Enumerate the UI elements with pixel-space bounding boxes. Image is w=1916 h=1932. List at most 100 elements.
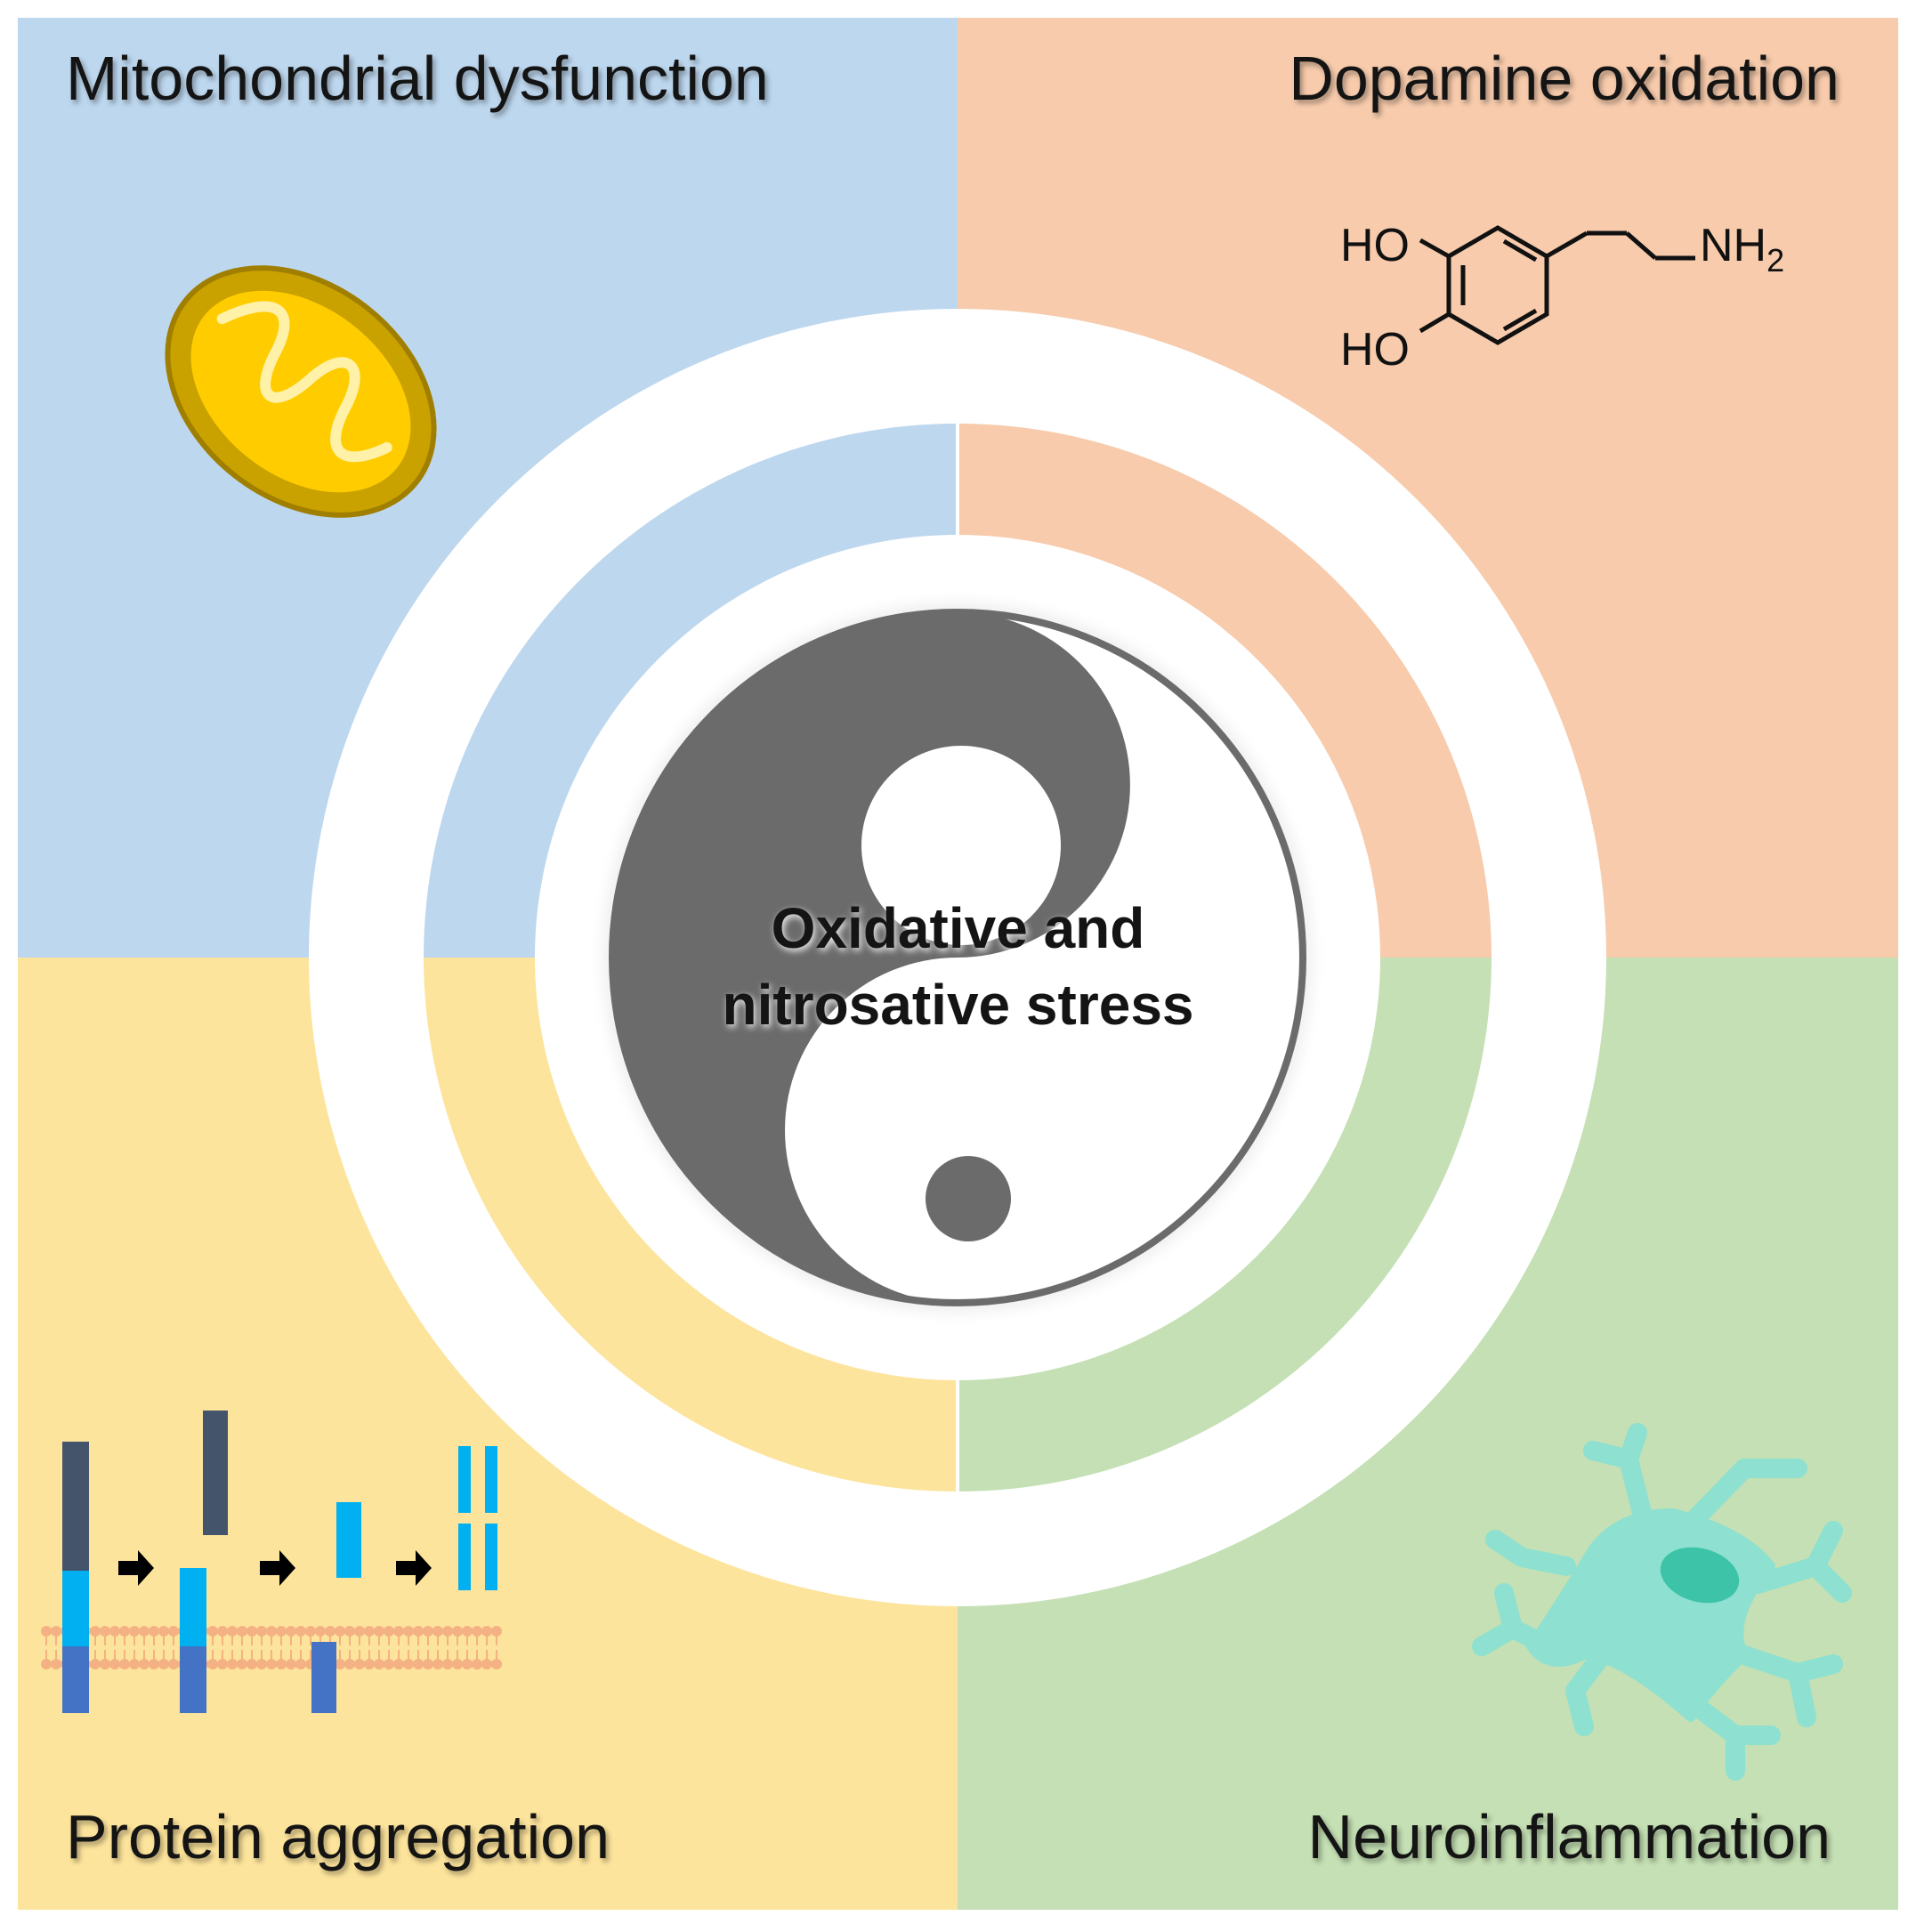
lipid-head xyxy=(433,1626,443,1637)
lipid-head xyxy=(491,1626,502,1637)
lipid-head xyxy=(256,1659,267,1669)
lipid-head xyxy=(247,1659,257,1669)
lipid-head xyxy=(149,1626,159,1637)
yin-yang-icon xyxy=(603,603,1312,1312)
lipid-head xyxy=(100,1659,110,1669)
lipid-head xyxy=(227,1659,238,1669)
lipid-head xyxy=(354,1626,365,1637)
lipid-head xyxy=(423,1626,433,1637)
lipid-head xyxy=(139,1659,150,1669)
lipid-head xyxy=(491,1659,502,1669)
lipid-head xyxy=(403,1626,414,1637)
protein-1-dark xyxy=(62,1442,89,1571)
lipid-head xyxy=(51,1626,61,1637)
arrow-icon xyxy=(396,1550,432,1586)
quadrant-label-top-left: Mitochondrial dysfunction xyxy=(66,44,769,113)
protein-1-blue xyxy=(62,1646,89,1713)
lipid-head xyxy=(344,1659,355,1669)
mitochondria-icon xyxy=(165,265,437,518)
dopamine-ho-bottom: HO xyxy=(1340,324,1410,376)
lipid-head xyxy=(452,1659,463,1669)
lipid-head xyxy=(129,1626,140,1637)
lipid-head xyxy=(158,1626,169,1637)
dopamine-ho-top: HO xyxy=(1340,220,1410,271)
lipid-head xyxy=(237,1659,247,1669)
lipid-head xyxy=(295,1626,306,1637)
lipid-head xyxy=(256,1626,267,1637)
lipid-head xyxy=(472,1659,482,1669)
astrocyte-icon xyxy=(1472,1423,1852,1781)
yin-yang-dark-dot xyxy=(926,1156,1011,1241)
lipid-head xyxy=(41,1659,52,1669)
lipid-head xyxy=(100,1626,110,1637)
lipid-head xyxy=(119,1626,130,1637)
lipid-head xyxy=(286,1626,296,1637)
lipid-head xyxy=(315,1626,326,1637)
lipid-head xyxy=(129,1659,140,1669)
lipid-head xyxy=(247,1626,257,1637)
lipid-head xyxy=(276,1626,287,1637)
lipid-head xyxy=(335,1626,345,1637)
lipid-head xyxy=(207,1626,218,1637)
dopamine-structure-icon xyxy=(1419,225,1695,345)
center-title-line-2: nitrosative stress xyxy=(722,973,1194,1037)
lipid-head xyxy=(158,1659,169,1669)
lipid-head xyxy=(217,1659,228,1669)
lipid-head xyxy=(481,1626,492,1637)
arrow-icon xyxy=(260,1550,295,1586)
lipid-head xyxy=(344,1626,355,1637)
lipid-head xyxy=(109,1626,120,1637)
lipid-head xyxy=(139,1626,150,1637)
lipid-head xyxy=(51,1659,61,1669)
lipid-head xyxy=(472,1626,482,1637)
protein-4b xyxy=(485,1446,497,1513)
lipid-head xyxy=(364,1659,375,1669)
lipid-head xyxy=(413,1626,424,1637)
lipid-head xyxy=(266,1626,277,1637)
center-title: Oxidative and nitrosative stress xyxy=(0,890,1916,1043)
lipid-head xyxy=(227,1626,238,1637)
lipid-head xyxy=(168,1659,179,1669)
lipid-head xyxy=(168,1626,179,1637)
lipid-head xyxy=(325,1626,336,1637)
arrow-icon xyxy=(118,1550,154,1586)
lipid-head xyxy=(403,1659,414,1669)
protein-2-light xyxy=(180,1568,206,1646)
lipid-head xyxy=(364,1626,375,1637)
lipid-head xyxy=(335,1659,345,1669)
lipid-head xyxy=(442,1659,453,1669)
lipid-head xyxy=(384,1659,394,1669)
protein-4c xyxy=(458,1524,471,1590)
lipid-head xyxy=(286,1659,296,1669)
lipid-head xyxy=(217,1626,228,1637)
protein-3-light xyxy=(336,1502,361,1578)
lipid-head xyxy=(305,1626,316,1637)
lipid-head xyxy=(393,1626,404,1637)
quadrant-label-top-right: Dopamine oxidation xyxy=(1289,44,1839,113)
protein-2-dark xyxy=(203,1411,228,1535)
lipid-head xyxy=(433,1659,443,1669)
lipid-head xyxy=(207,1659,218,1669)
lipid-head xyxy=(423,1659,433,1669)
lipid-head xyxy=(481,1659,492,1669)
lipid-head xyxy=(90,1626,101,1637)
quadrant-label-bottom-right: Neuroinflammation xyxy=(1307,1802,1831,1871)
lipid-head xyxy=(384,1626,394,1637)
lipid-head xyxy=(462,1659,473,1669)
lipid-head xyxy=(462,1626,473,1637)
lipid-head xyxy=(41,1626,52,1637)
lipid-head xyxy=(452,1626,463,1637)
lipid-head xyxy=(374,1659,384,1669)
protein-2-blue xyxy=(180,1646,206,1713)
lipid-head xyxy=(295,1659,306,1669)
lipid-head xyxy=(413,1659,424,1669)
astrocyte-nucleus xyxy=(1660,1547,1740,1604)
center-title-line-1: Oxidative and xyxy=(771,896,1145,960)
lipid-head xyxy=(149,1659,159,1669)
lipid-head xyxy=(393,1659,404,1669)
quadrant-label-bottom-left: Protein aggregation xyxy=(66,1802,610,1871)
dopamine-nh: NH2 xyxy=(1700,220,1784,279)
lipid-head xyxy=(374,1626,384,1637)
lipid-head xyxy=(354,1659,365,1669)
